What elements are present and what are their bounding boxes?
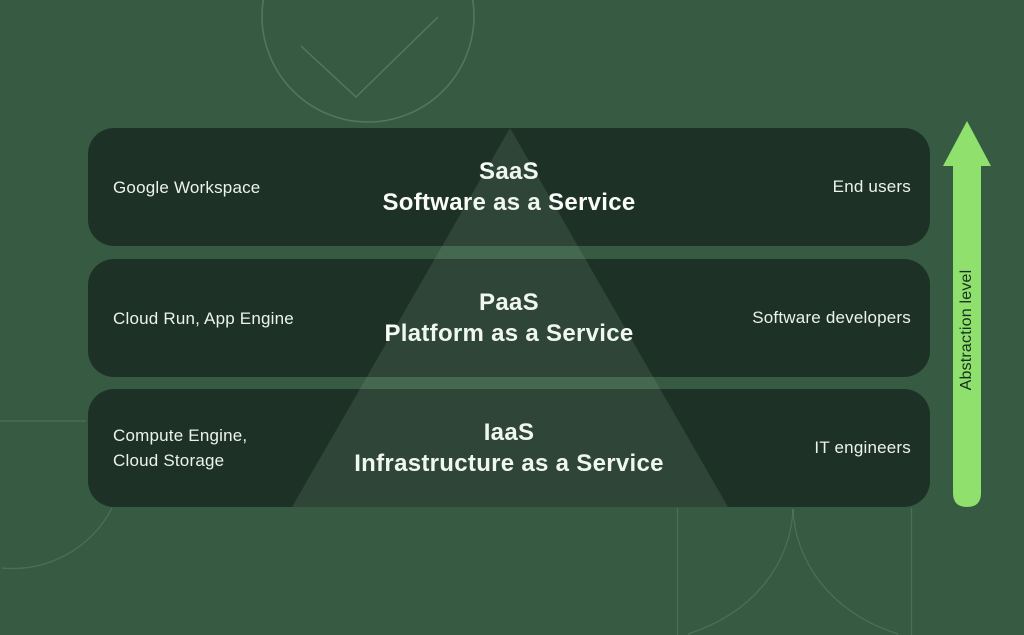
iaas-fullname: Infrastructure as a Service	[354, 450, 664, 477]
saas-audience: End users	[832, 177, 911, 196]
bottom-curve-right-decoration	[792, 508, 899, 635]
saas-example-line: Google Workspace	[113, 177, 261, 197]
paas-fullname: Platform as a Service	[384, 320, 634, 347]
bottom-curve-left-decoration	[687, 508, 794, 635]
iaas-acronym: IaaS	[483, 419, 535, 446]
paas-acronym: PaaS	[479, 289, 539, 316]
paas-examples: Cloud Run, App Engine	[88, 306, 338, 331]
saas-row: Google Workspace SaaS Software as a Serv…	[88, 128, 930, 246]
saas-examples: Google Workspace	[88, 175, 338, 200]
paas-example-line: Cloud Run, App Engine	[113, 308, 294, 328]
iaas-title: IaaS Infrastructure as a Service	[338, 417, 680, 479]
iaas-example-line-2: Cloud Storage	[113, 451, 225, 470]
corner-arc-decoration	[1, 507, 113, 570]
paas-title: PaaS Platform as a Service	[338, 287, 680, 349]
iaas-example-line-1: Compute Engine,	[113, 426, 248, 445]
check-circle-decoration	[261, 0, 475, 123]
saas-title: SaaS Software as a Service	[338, 156, 680, 218]
iaas-examples: Compute Engine, Cloud Storage	[88, 423, 338, 473]
paas-audience: Software developers	[752, 308, 911, 327]
paas-row: Cloud Run, App Engine PaaS Platform as a…	[88, 259, 930, 377]
saas-acronym: SaaS	[479, 158, 539, 185]
iaas-row: Compute Engine, Cloud Storage IaaS Infra…	[88, 389, 930, 507]
saas-fullname: Software as a Service	[382, 189, 636, 216]
check-icon	[300, 16, 439, 99]
iaas-audience: IT engineers	[814, 438, 911, 457]
abstraction-level-label: Abstraction level	[958, 269, 975, 391]
